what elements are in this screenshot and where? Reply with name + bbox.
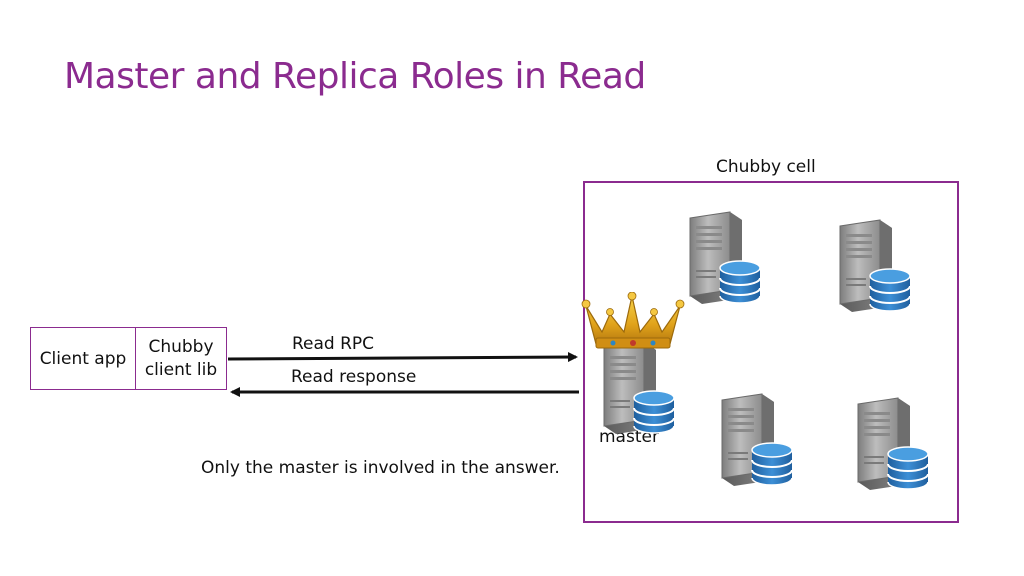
read-rpc-label: Read RPC: [292, 334, 375, 354]
client-box: Client app Chubby client lib: [30, 327, 227, 390]
chubby-cell-box: [583, 181, 959, 523]
slide-title: Master and Replica Roles in Read: [64, 56, 646, 97]
client-lib: Chubby client lib: [136, 328, 226, 389]
server-icon: [721, 393, 793, 487]
note-text: Only the master is involved in the answe…: [201, 458, 560, 478]
chubby-cell-label: Chubby cell: [716, 157, 816, 177]
server-icon: [689, 211, 761, 305]
client-lib-line1: Chubby: [148, 336, 214, 357]
crown-icon: [581, 292, 685, 349]
read-rpc-arrow: [227, 352, 578, 363]
client-app: Client app: [31, 328, 136, 389]
client-lib-line2: client lib: [144, 359, 218, 380]
master-server-icon: [603, 341, 675, 435]
server-icon: [857, 397, 929, 491]
client-app-label: Client app: [39, 348, 127, 369]
read-response-label: Read response: [291, 367, 417, 387]
server-icon: [839, 219, 911, 313]
